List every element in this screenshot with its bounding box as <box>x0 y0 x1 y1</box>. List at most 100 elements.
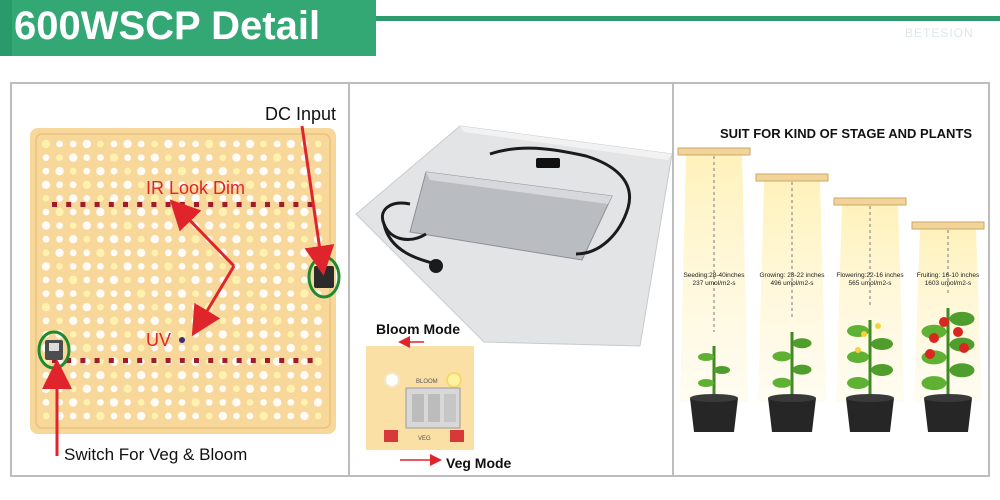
led-chip <box>96 330 105 339</box>
led-chip <box>273 412 281 420</box>
led-chip <box>191 398 200 407</box>
led-chip <box>233 249 240 257</box>
led-chip <box>97 181 104 189</box>
led-chip <box>273 316 282 325</box>
led-chip <box>151 412 159 420</box>
led-chip <box>97 140 104 148</box>
led-chip <box>123 303 132 312</box>
led-chip <box>287 235 295 243</box>
stage-ppfd: 237 umol/m2-s <box>692 280 736 287</box>
led-chip <box>313 316 323 325</box>
led-chip <box>164 221 173 230</box>
led-chip <box>150 316 159 325</box>
veg-led-left <box>384 430 398 442</box>
led-chip <box>300 289 309 298</box>
led-chip <box>273 194 282 203</box>
led-chip <box>124 399 131 406</box>
ir-arrow <box>169 199 236 268</box>
led-chip <box>137 385 145 393</box>
led-chip <box>110 371 118 379</box>
led-chip <box>286 303 295 312</box>
stage-ppfd: 496 umol/m2-s <box>770 280 814 287</box>
led-chip <box>165 154 172 161</box>
led-chip <box>177 371 187 380</box>
led-chip <box>273 208 281 216</box>
led-chip <box>97 303 104 311</box>
led-chip <box>96 289 105 298</box>
inline-switch <box>536 158 560 168</box>
led-chip <box>164 180 173 189</box>
led-chip <box>246 235 254 243</box>
led-chip <box>110 331 118 338</box>
ir-led <box>293 202 299 207</box>
led-chip <box>205 371 213 379</box>
led-chip <box>164 262 173 271</box>
plant-leaf <box>714 366 730 374</box>
dc-input-label: DC Input <box>265 104 337 124</box>
panel-driver: BLOOM VEG Bloom Mode Veg Mode <box>348 84 673 475</box>
led-chip <box>300 411 309 421</box>
plant-leaf <box>698 379 714 387</box>
led-chip <box>260 181 267 189</box>
led-chip <box>314 208 322 216</box>
ir-led <box>52 202 57 207</box>
ir-look-dim-label: IR Look Dim <box>146 178 246 198</box>
led-chip <box>260 385 267 393</box>
grow-pot <box>924 398 972 432</box>
led-chip <box>124 371 131 379</box>
led-chip <box>192 303 200 311</box>
led-chip <box>246 331 254 338</box>
led-chip <box>259 330 268 339</box>
led-chip <box>205 139 214 149</box>
led-chip <box>205 290 213 297</box>
led-chip <box>83 399 91 406</box>
page-title: 600WSCP Detail <box>14 4 321 48</box>
grow-lamp <box>911 221 985 230</box>
led-chip <box>286 262 295 271</box>
panel-led-board: DC Input IR Look Dim UV Switch For Veg &… <box>12 84 348 475</box>
led-chip <box>42 167 50 175</box>
led-chip <box>219 263 227 270</box>
uv-arrow <box>191 265 236 337</box>
stage-distance: Seeding:28-40inches <box>683 272 745 279</box>
led-chip <box>177 248 187 257</box>
ir-led <box>80 358 86 363</box>
led-chip <box>192 412 200 420</box>
led-board-image <box>30 125 341 456</box>
led-chip <box>246 412 254 420</box>
led-chip <box>218 371 227 380</box>
led-chip <box>192 208 200 216</box>
led-chip <box>83 167 91 175</box>
ir-led <box>80 202 86 207</box>
plant-leaf <box>792 338 812 349</box>
led-chip <box>151 344 159 352</box>
plant-leaf <box>921 324 947 339</box>
led-chip <box>150 398 159 407</box>
led-chip <box>233 371 240 379</box>
led-chip <box>233 181 240 189</box>
led-chip <box>124 331 131 338</box>
led-chip <box>300 248 309 257</box>
led-chip <box>137 154 145 161</box>
led-chip <box>246 290 254 297</box>
led-chip <box>233 412 240 420</box>
plant-tomato <box>929 333 939 343</box>
led-chip <box>137 248 146 257</box>
grow-lamp <box>677 147 751 156</box>
led-chip <box>82 384 92 393</box>
led-chip <box>151 140 159 148</box>
led-chip <box>137 303 145 311</box>
led-chip <box>165 249 172 257</box>
led-chip <box>259 411 268 421</box>
switch-bloom-text: BLOOM <box>416 379 438 385</box>
led-chip <box>124 317 131 325</box>
led-chip <box>286 384 295 393</box>
led-chip <box>56 303 63 311</box>
bloom-mode-label: Bloom Mode <box>376 321 460 337</box>
led-chip <box>314 344 322 352</box>
led-grid <box>41 139 323 421</box>
led-chip <box>124 290 131 297</box>
led-chip <box>178 385 186 393</box>
